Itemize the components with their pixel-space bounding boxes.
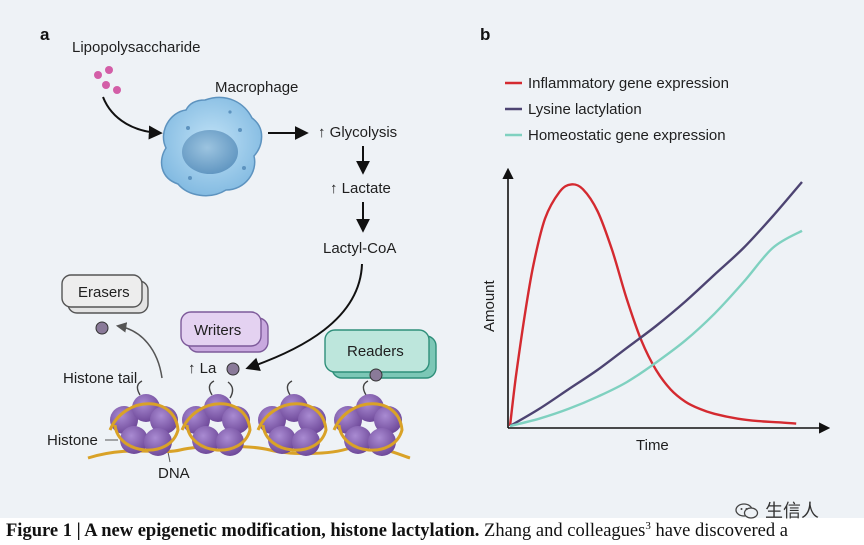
legend-label-0: Inflammatory gene expression	[528, 75, 729, 92]
dna-label: DNA	[158, 465, 190, 482]
panel-a-letter: a	[40, 25, 50, 44]
lps-dots	[94, 66, 121, 94]
lactyl-coa-label: Lactyl-CoA	[323, 240, 396, 257]
line-chart: Time Amount	[481, 167, 831, 454]
watermark: 生信人	[735, 497, 819, 523]
erasers-box	[61, 274, 149, 314]
lactyl-coa-to-la-arrow	[245, 263, 363, 371]
macrophage-cell	[160, 96, 263, 197]
figure-canvas: a Lipopolysaccharide Macrophage ↑ Glycol…	[40, 25, 831, 482]
series-line-0	[508, 183, 797, 427]
readers-box	[324, 329, 437, 379]
figure-caption: Figure 1 | A new epigenetic modification…	[6, 520, 864, 542]
wechat-icon	[735, 503, 759, 519]
legend-label-1: Lysine lactylation	[528, 101, 642, 118]
nucleosome-2	[180, 380, 252, 456]
erasers-arrow	[115, 322, 163, 379]
y-axis-label: Amount	[481, 279, 498, 332]
writers-label: Writers	[194, 322, 241, 339]
glycolysis-label: ↑ Glycolysis	[318, 124, 397, 141]
writers-box	[180, 311, 269, 353]
lactate-label: ↑ Lactate	[330, 180, 391, 197]
macrophage-label: Macrophage	[215, 79, 298, 96]
nucleosome-3	[256, 380, 328, 456]
caption-reference: 3	[645, 520, 651, 532]
nucleosome-4	[332, 380, 404, 456]
erased-la-dot	[95, 321, 109, 335]
reader-pocket-dot	[369, 368, 383, 382]
series-line-2	[509, 229, 803, 428]
histone-label: Histone	[47, 432, 98, 449]
legend-label-2: Homeostatic gene expression	[528, 127, 726, 144]
histone-tail-label: Histone tail	[63, 370, 137, 387]
lipopolysaccharide-label: Lipopolysaccharide	[72, 39, 200, 56]
readers-label: Readers	[347, 343, 404, 360]
x-axis-label: Time	[636, 437, 669, 454]
panel-b-letter: b	[480, 25, 490, 44]
nucleosome-1	[108, 380, 180, 456]
caption-text-continued: have discovered a	[650, 521, 788, 542]
lps-arrow	[102, 96, 163, 140]
caption-heading: Figure 1 | A new epigenetic modification…	[6, 521, 480, 542]
lactyl-group-dot	[226, 362, 240, 376]
series-line-1	[509, 181, 803, 428]
erasers-label: Erasers	[78, 284, 130, 301]
la-label: ↑ La	[188, 360, 217, 377]
dna-leader-line	[167, 451, 171, 463]
caption-text: Zhang and colleagues	[479, 521, 646, 542]
watermark-text: 生信人	[765, 501, 819, 522]
